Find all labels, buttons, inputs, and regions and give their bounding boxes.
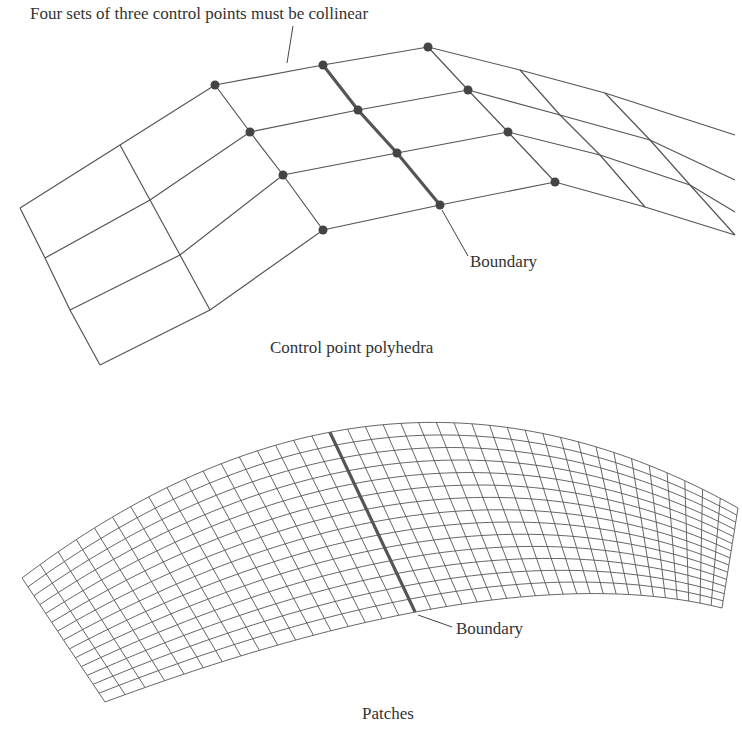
control-point [551, 178, 560, 187]
control-point [319, 226, 328, 235]
polyhedron-edge [20, 208, 100, 365]
subfigure-caption: Patches [362, 704, 414, 724]
mesh-line [454, 423, 521, 597]
mesh-line [239, 457, 331, 631]
polyhedron-edge [605, 93, 735, 235]
mesh-line [81, 546, 726, 666]
control-point [436, 201, 445, 210]
mesh-line [46, 473, 734, 614]
control-point [211, 81, 220, 90]
mesh-line [685, 481, 689, 601]
mesh-line [167, 488, 260, 651]
control-point [279, 171, 288, 180]
mesh-line [632, 459, 654, 597]
mesh-line [40, 460, 735, 605]
annotation-label: Four sets of three control points must b… [30, 4, 368, 24]
leader-line [418, 615, 452, 627]
mesh-line [667, 473, 677, 599]
mesh-line [203, 471, 296, 640]
mesh-line [507, 427, 563, 594]
mesh-line [700, 489, 702, 603]
mesh-line [276, 445, 366, 622]
mesh-line [472, 424, 536, 596]
mesh-line [131, 507, 223, 662]
mesh-line [436, 422, 506, 598]
mesh-line [22, 578, 105, 702]
polyhedron-edge [100, 182, 735, 365]
subfigure-caption: Control point polyhedra [270, 338, 433, 358]
mesh-line [722, 508, 738, 608]
control-point [393, 149, 402, 158]
polyhedron-edge [120, 145, 210, 310]
mesh-line [383, 425, 462, 604]
patch-mesh [22, 422, 738, 702]
control-point [354, 106, 363, 115]
mesh-line [348, 429, 431, 609]
mesh-line [221, 464, 313, 636]
mesh-line [711, 498, 720, 605]
mesh-line [596, 447, 629, 595]
polyhedron-edge [215, 85, 323, 230]
annotation-label: Boundary [470, 252, 537, 272]
mesh-line [40, 565, 125, 695]
mesh-line [312, 436, 399, 615]
boundary-edge [323, 65, 440, 205]
mesh-line [87, 558, 725, 675]
annotation-label: Boundary [456, 619, 523, 639]
mesh-line [149, 497, 241, 656]
polyhedron-edge [520, 70, 645, 207]
mesh-line [365, 427, 446, 607]
mesh-line [113, 517, 204, 668]
control-point [464, 86, 473, 95]
mesh-line [93, 570, 724, 684]
control-polyhedron [20, 43, 735, 366]
control-point [319, 61, 328, 70]
control-point [424, 43, 433, 52]
boundary-curve [330, 432, 415, 612]
control-point [246, 128, 255, 137]
control-point [504, 128, 513, 137]
mesh-line [490, 425, 550, 595]
mesh-line [525, 430, 577, 594]
mesh-line [94, 528, 184, 674]
mesh-line [614, 452, 641, 595]
mesh-line [99, 582, 723, 693]
polyhedron-edge [45, 90, 735, 258]
mesh-line [22, 422, 738, 578]
mesh-line [257, 451, 348, 627]
mesh-line [58, 552, 145, 688]
polyhedron-edge [20, 47, 735, 208]
mesh-line [294, 440, 383, 618]
leader-line [442, 210, 468, 256]
mesh-line [649, 465, 665, 597]
mesh-line [578, 442, 616, 594]
mesh-line [76, 540, 164, 681]
leader-line [287, 26, 293, 63]
polyhedron-edge [428, 47, 555, 182]
mesh-line [401, 423, 477, 602]
